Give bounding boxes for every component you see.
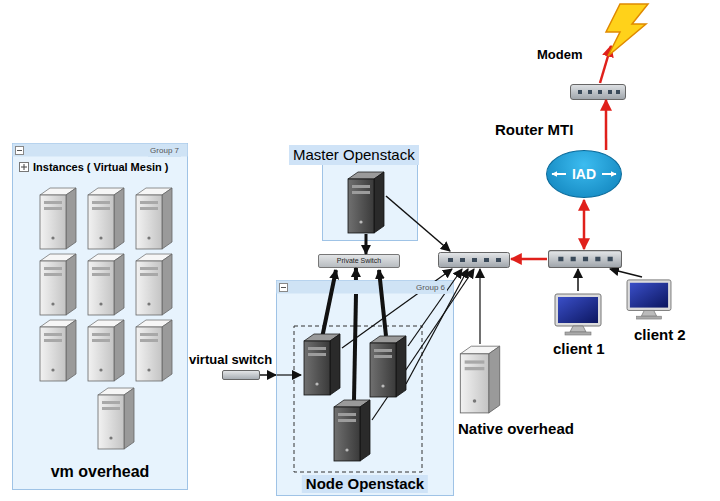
router-label: IAD bbox=[572, 166, 596, 183]
device-label: Modem bbox=[537, 47, 583, 63]
switch-label: Private Switch bbox=[337, 255, 381, 267]
group-caption: Node Openstack bbox=[302, 475, 428, 493]
network-link bbox=[260, 374, 276, 375]
network-wires bbox=[577, 269, 579, 291]
network-wires bbox=[511, 258, 547, 261]
network-wires bbox=[379, 270, 386, 336]
group-header-strip bbox=[13, 144, 188, 157]
device-label: virtual switch bbox=[189, 352, 272, 368]
group-header-strip bbox=[17, 150, 22, 151]
group-header-strip bbox=[13, 144, 454, 294]
network-wires bbox=[610, 269, 642, 277]
device-label: Router MTI bbox=[495, 121, 573, 139]
iad-arrows bbox=[602, 173, 616, 175]
vm-server-icons bbox=[136, 320, 172, 381]
vm-server-icons bbox=[88, 188, 124, 249]
virtual-switch: virtual switch bbox=[222, 370, 260, 380]
private-switch: Private Switch bbox=[318, 254, 400, 268]
group-panel: Group 6 Node Openstack bbox=[276, 280, 454, 496]
master-panel: Master Openstack bbox=[322, 158, 418, 241]
network-link bbox=[605, 100, 608, 150]
group-title: Instances ( Virtual Mesin ) bbox=[33, 160, 169, 174]
group-header-strip bbox=[280, 284, 288, 292]
native-server: Native overhead bbox=[458, 342, 502, 414]
network-wires bbox=[372, 269, 474, 420]
group-header-strip bbox=[16, 147, 24, 155]
panel-heading: Master Openstack bbox=[289, 145, 419, 165]
vm-server-icons bbox=[40, 188, 76, 249]
client-pc: client 1 bbox=[553, 292, 603, 336]
node-server-icons bbox=[370, 336, 406, 397]
modem-ports bbox=[608, 90, 612, 94]
group-header: Group 6 bbox=[414, 281, 447, 294]
internet-lightning bbox=[606, 4, 648, 56]
modem-ports bbox=[578, 90, 582, 94]
client-hub bbox=[549, 251, 622, 268]
expand-icon bbox=[20, 163, 29, 172]
native-server-icon bbox=[460, 346, 499, 413]
client-pc: client 2 bbox=[624, 278, 674, 320]
master-server-icon bbox=[348, 172, 384, 241]
network-wires bbox=[583, 200, 586, 249]
group-header-strip bbox=[281, 287, 286, 288]
modem-ports bbox=[616, 90, 620, 94]
modem-ports bbox=[588, 90, 592, 94]
modem-device: Modem bbox=[570, 84, 626, 100]
network-wires bbox=[479, 269, 480, 344]
vm-server-icons bbox=[88, 320, 124, 381]
expand-icon bbox=[24, 164, 25, 170]
main-switch bbox=[439, 253, 510, 268]
iad-arrows bbox=[552, 173, 566, 175]
group-header-strip bbox=[277, 281, 454, 294]
modem-ports bbox=[598, 90, 602, 94]
node-server-icons bbox=[304, 334, 340, 395]
client-monitor bbox=[627, 280, 671, 319]
network-wires bbox=[277, 46, 642, 420]
node-server-icons bbox=[304, 334, 406, 461]
network-wires bbox=[408, 269, 462, 346]
vm-server-icons bbox=[136, 254, 172, 315]
expand-icon bbox=[21, 167, 27, 168]
network-link bbox=[364, 241, 367, 254]
iad-router: Router MTIIAD bbox=[546, 150, 622, 198]
network-wires bbox=[354, 294, 356, 400]
node-dashed-box bbox=[294, 326, 422, 472]
network-wires bbox=[342, 269, 452, 348]
network-wires bbox=[322, 270, 336, 338]
vm-server-icons bbox=[136, 188, 172, 249]
expand-icon bbox=[20, 163, 29, 172]
group-panel: Group 7 Instances ( Virtual Mesin ) vm ove… bbox=[12, 143, 188, 490]
network-wires bbox=[600, 46, 611, 83]
network-wires bbox=[386, 196, 450, 251]
vm-server-icons bbox=[40, 320, 76, 381]
network-wires bbox=[277, 374, 301, 375]
network-link bbox=[354, 268, 358, 280]
master-server-icon bbox=[365, 234, 368, 241]
vm-server-icons bbox=[98, 388, 134, 449]
node-server-icons bbox=[334, 400, 370, 461]
group-caption: vm overhead bbox=[51, 462, 150, 481]
group-header: Group 7 bbox=[148, 144, 181, 157]
vm-server-icons bbox=[88, 254, 124, 315]
network-wires bbox=[406, 269, 468, 384]
device-label: client 2 bbox=[634, 326, 686, 344]
iad-arrows bbox=[552, 174, 616, 175]
master-server-icon bbox=[348, 172, 384, 233]
vm-server-icons bbox=[40, 188, 172, 449]
client-monitor bbox=[555, 294, 601, 335]
device-label: client 1 bbox=[553, 340, 605, 358]
device-label: Native overhead bbox=[458, 420, 574, 438]
modem-ports bbox=[578, 90, 620, 94]
vm-server-icons bbox=[40, 254, 76, 315]
